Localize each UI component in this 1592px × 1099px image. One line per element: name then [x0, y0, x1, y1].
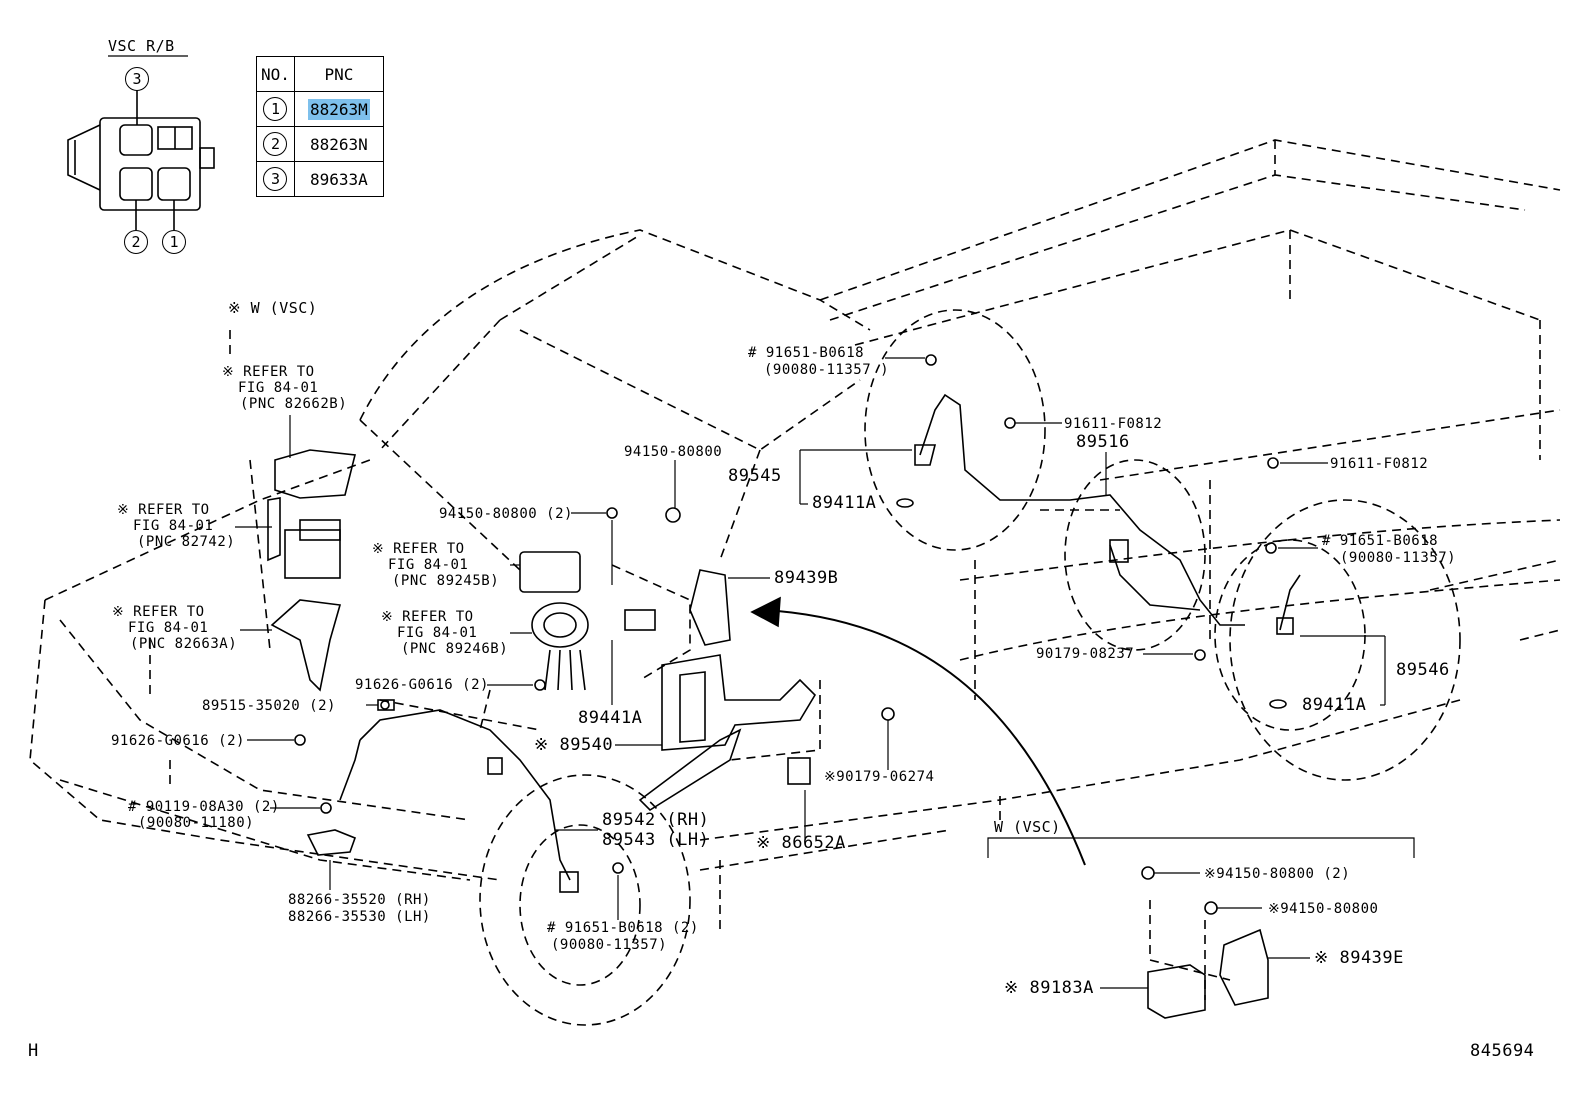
callout-89411A-a[interactable]: 89411A: [812, 493, 877, 513]
pin-2-marker: 2: [124, 230, 148, 254]
callout-90179-06274[interactable]: ※90179-06274: [824, 769, 935, 785]
refer-89245B-line1: ※ REFER TO: [372, 541, 465, 557]
row-no: 1: [263, 97, 288, 121]
pin-3-marker: 3: [125, 67, 149, 91]
refer-82662B-line1: ※ REFER TO: [222, 364, 315, 380]
note-w-vsc-box: W (VSC): [994, 818, 1061, 836]
callout-94150-80800-c[interactable]: ※94150-80800 (2): [1204, 866, 1351, 882]
table-row: 3 89633A: [256, 161, 384, 197]
callout-88266-35530[interactable]: 88266-35530 (LH): [288, 909, 431, 925]
callout-94150-80800-b[interactable]: 94150-80800 (2): [439, 506, 573, 522]
callout-89542-rh[interactable]: 89542 (RH): [602, 810, 710, 830]
connector-drawing: [67, 55, 215, 230]
refer-89246B-link[interactable]: (PNC 89246B): [401, 641, 509, 657]
pin-1-marker: 1: [162, 230, 186, 254]
footer-code: H: [28, 1041, 39, 1061]
callout-91611-F0812-a[interactable]: 91611-F0812: [1064, 416, 1163, 432]
callout-90119-08A30[interactable]: # 90119-08A30 (2): [128, 799, 280, 815]
connector-title: VSC R/B: [108, 37, 175, 55]
truck-body-outline: [29, 139, 1561, 1026]
callout-89411A-b[interactable]: 89411A: [1302, 695, 1367, 715]
arrow-curve: [764, 609, 1086, 866]
callout-91651-B0618-top[interactable]: # 91651-B0618: [748, 345, 865, 361]
callout-94150-80800-d[interactable]: ※94150-80800: [1268, 901, 1379, 917]
callout-89516[interactable]: 89516: [1076, 432, 1130, 452]
callout-91651-B0618-bottom[interactable]: # 91651-B0618 (2): [547, 920, 699, 936]
pnc-link-89633A[interactable]: 89633A: [310, 169, 368, 189]
pnc-link-88263N[interactable]: 88263N: [310, 134, 368, 154]
refer-82663A-line2: FIG 84-01: [128, 620, 209, 636]
callout-89545[interactable]: 89545: [728, 466, 782, 486]
callout-91651-B0618-right[interactable]: # 91651-B0618: [1322, 533, 1439, 549]
col-pnc-header: PNC: [293, 56, 384, 92]
refer-82742-line2: FIG 84-01: [133, 518, 214, 534]
callout-91626-G0616-b[interactable]: 91626-G0616 (2): [111, 733, 245, 749]
pnc-table: NO. PNC 1 88263M 2 88263N 3 89633A: [256, 56, 384, 197]
refer-82662B-link[interactable]: (PNC 82662B): [240, 396, 348, 412]
w-vsc-bracket: [987, 837, 1415, 858]
refer-89245B-link[interactable]: (PNC 89245B): [392, 573, 500, 589]
refer-82742-line1: ※ REFER TO: [117, 502, 210, 518]
row-no: 3: [263, 167, 288, 191]
callout-90080-11180[interactable]: (90080-11180): [138, 815, 255, 831]
callout-90080-11357-bottom[interactable]: (90080-11357): [551, 937, 668, 953]
refer-89245B-line2: FIG 84-01: [388, 557, 469, 573]
refer-82663A-link[interactable]: (PNC 82663A): [130, 636, 238, 652]
table-header-row: NO. PNC: [256, 56, 384, 92]
row-no: 2: [263, 132, 288, 156]
callout-89543-lh[interactable]: 89543 (LH): [602, 830, 710, 850]
callout-94150-80800-a[interactable]: 94150-80800: [624, 444, 723, 460]
callout-88266-35520[interactable]: 88266-35520 (RH): [288, 892, 431, 908]
callout-89515-35020[interactable]: 89515-35020 (2): [202, 698, 336, 714]
callout-89540[interactable]: ※ 89540: [534, 735, 614, 755]
callout-89439B[interactable]: 89439B: [774, 568, 839, 588]
table-row: 2 88263N: [256, 126, 384, 162]
pnc-link-88263M[interactable]: 88263M: [308, 98, 370, 120]
refer-82663A-line1: ※ REFER TO: [112, 604, 205, 620]
note-w-vsc: ※ W (VSC): [228, 299, 318, 317]
callout-90080-11357-top[interactable]: (90080-11357 ): [764, 362, 890, 378]
callout-90080-11357-right[interactable]: (90080-11357): [1340, 550, 1457, 566]
table-row: 1 88263M: [256, 91, 384, 127]
parts-outlines: [267, 354, 1301, 1019]
refer-89246B-line1: ※ REFER TO: [381, 609, 474, 625]
arrow-head: [750, 596, 781, 628]
callout-90179-08237[interactable]: 90179-08237: [1036, 646, 1135, 662]
leader-lines: [235, 357, 1386, 989]
col-no-header: NO.: [256, 56, 295, 92]
callout-89546[interactable]: 89546: [1396, 660, 1450, 680]
callout-89441A[interactable]: 89441A: [578, 708, 643, 728]
callout-91611-F0812-b[interactable]: 91611-F0812: [1330, 456, 1429, 472]
drawing-number: 845694: [1470, 1041, 1535, 1061]
callout-86652A[interactable]: ※ 86652A: [756, 833, 846, 853]
callout-89183A[interactable]: ※ 89183A: [1004, 978, 1094, 998]
callout-91626-G0616-a[interactable]: 91626-G0616 (2): [355, 677, 489, 693]
refer-82742-link[interactable]: (PNC 82742): [137, 534, 236, 550]
refer-89246B-line2: FIG 84-01: [397, 625, 478, 641]
refer-82662B-line2: FIG 84-01: [238, 380, 319, 396]
callout-89439E[interactable]: ※ 89439E: [1314, 948, 1404, 968]
